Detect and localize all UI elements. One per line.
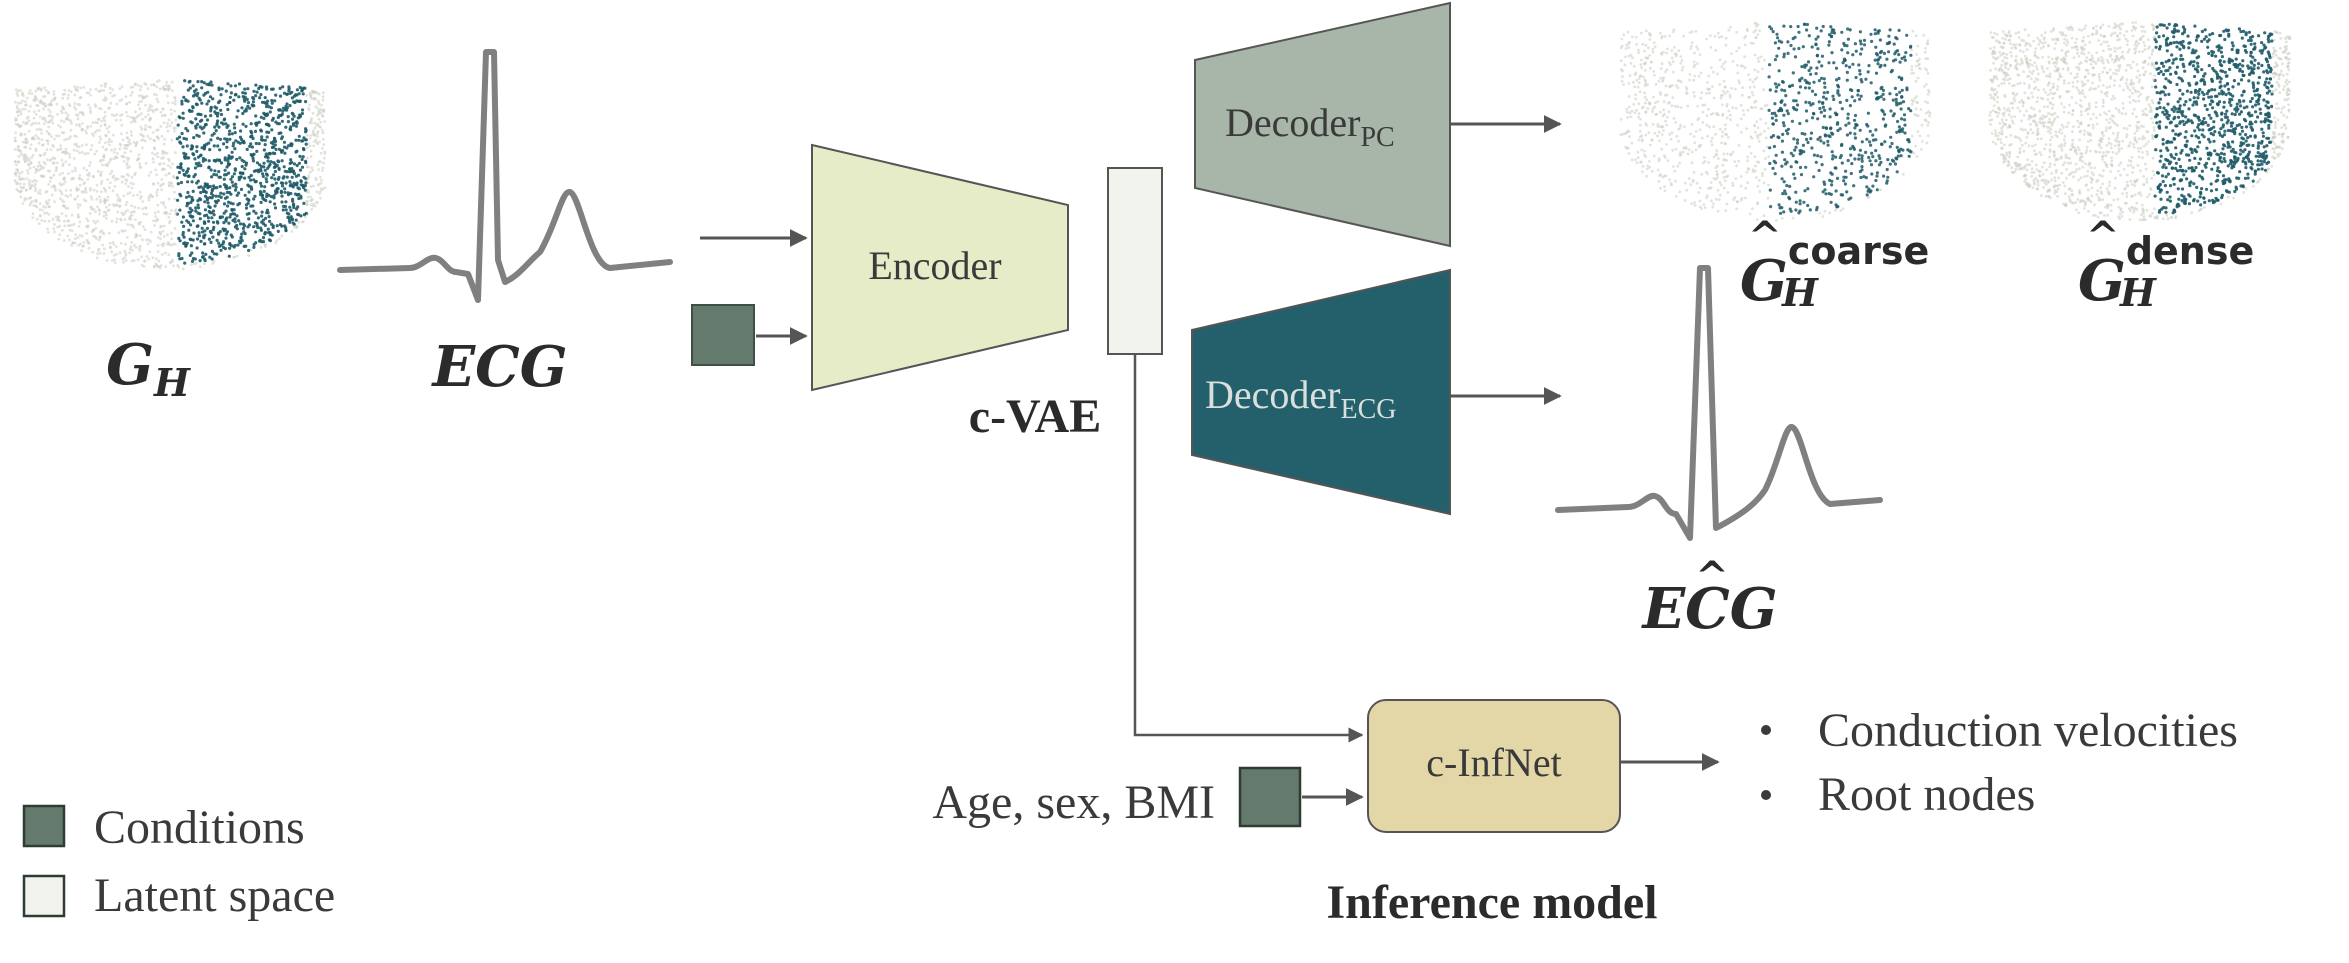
gh-coarse-label: Gcoarse [1740, 229, 1929, 314]
ecg-output-label: ECG [1640, 576, 1777, 642]
input-ecg-trace [337, 49, 673, 303]
inference-model-label: Inference model [1326, 876, 1657, 929]
infnet-label: c-InfNet [1426, 740, 1561, 785]
input-heart-pointcloud [13, 79, 327, 271]
coarse-heart-pointcloud [1619, 21, 1932, 222]
gh-dense-hat: ^ [2086, 213, 2120, 260]
demographics-label: Age, sex, BMI [932, 776, 1215, 829]
condition-box-infnet [1238, 766, 1302, 828]
gh-label: GH [106, 332, 191, 405]
dense-heart-pointcloud [1988, 21, 2292, 222]
bullet-dot [1761, 790, 1771, 800]
cvae-label: c-VAE [969, 390, 1101, 443]
output-item-conduction: Conduction velocities [1818, 704, 2238, 757]
ecg-output-hat: ^ [1695, 553, 1729, 600]
decoder-ecg-label: DecoderECG [1205, 372, 1396, 425]
gh-dense-sub: H [2119, 270, 2157, 315]
bullet-dot [1761, 725, 1771, 735]
infnet-block [1367, 699, 1621, 833]
ecg-input-label: ECG [430, 334, 567, 400]
encoder-label: Encoder [868, 243, 1001, 288]
legend-swatch-latent [22, 874, 66, 918]
output-ecg-trace [1555, 265, 1883, 541]
legend-label-latent: Latent space [94, 869, 335, 922]
gh-dense-label: Gdense [2078, 229, 2254, 314]
gh-coarse-sub: H [1781, 270, 1819, 315]
decoder-pc-label: DecoderPC [1225, 100, 1395, 153]
latent-to-infnet-arrow [1133, 354, 1364, 743]
gh-coarse-hat: ^ [1748, 213, 1782, 260]
decoder-ecg-block [1191, 268, 1451, 516]
encoder-block [811, 143, 1069, 392]
output-item-root-nodes: Root nodes [1818, 768, 2035, 821]
decoder-pc-block [1194, 1, 1451, 248]
latent-space-box [1107, 167, 1163, 355]
legend-label-conditions: Conditions [94, 801, 305, 854]
legend-swatch-conditions [22, 804, 66, 848]
condition-box-encoder [691, 304, 755, 366]
